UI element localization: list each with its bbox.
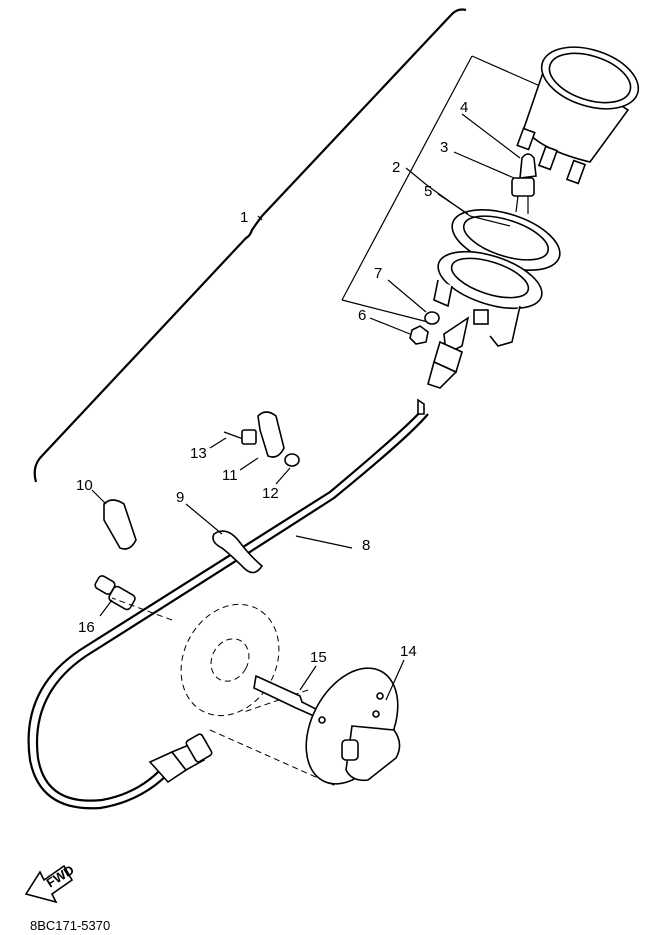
callout-8: 8 <box>362 537 370 554</box>
part-9-clamp <box>212 530 264 574</box>
leader-lines <box>91 113 521 701</box>
part-11-clamp <box>257 411 285 458</box>
callout-10: 10 <box>76 477 93 494</box>
callout-3: 3 <box>440 139 448 156</box>
meter-case <box>433 250 543 356</box>
part-16-grommet <box>94 575 136 611</box>
fwd-arrow: FWD <box>24 862 77 904</box>
callout-13: 13 <box>190 445 207 462</box>
part-10-clamp <box>103 499 137 550</box>
callout-2: 2 <box>392 159 400 176</box>
callout-7: 7 <box>374 265 382 282</box>
cable-lower-fitting <box>148 733 213 784</box>
group-2-bracket <box>341 55 541 323</box>
callout-5: 5 <box>424 183 432 200</box>
part-12-nut <box>284 453 300 467</box>
callout-11: 11 <box>222 467 238 484</box>
callout-6: 6 <box>358 307 366 324</box>
speedometer-meter <box>516 46 640 185</box>
brake-disc <box>111 597 337 787</box>
part-13-bolt <box>223 429 257 445</box>
callout-16: 16 <box>78 619 95 636</box>
speedometer-gear-unit <box>305 667 401 785</box>
speedometer-cable <box>27 398 429 810</box>
part-6-nut <box>409 325 429 345</box>
callout-9: 9 <box>176 489 184 506</box>
callout-15: 15 <box>310 649 327 666</box>
callout-1: 1 <box>240 209 248 226</box>
cable-upper-fitting <box>427 340 463 389</box>
callout-12: 12 <box>262 485 279 502</box>
group-1-bracket <box>33 8 467 483</box>
diagram-code: 8BC171-5370 <box>30 918 110 933</box>
callout-4: 4 <box>460 99 468 116</box>
callout-14: 14 <box>400 643 417 660</box>
part-7-grommet <box>424 311 440 325</box>
bulb-socket <box>511 153 537 214</box>
part-15-shaft <box>253 674 320 718</box>
